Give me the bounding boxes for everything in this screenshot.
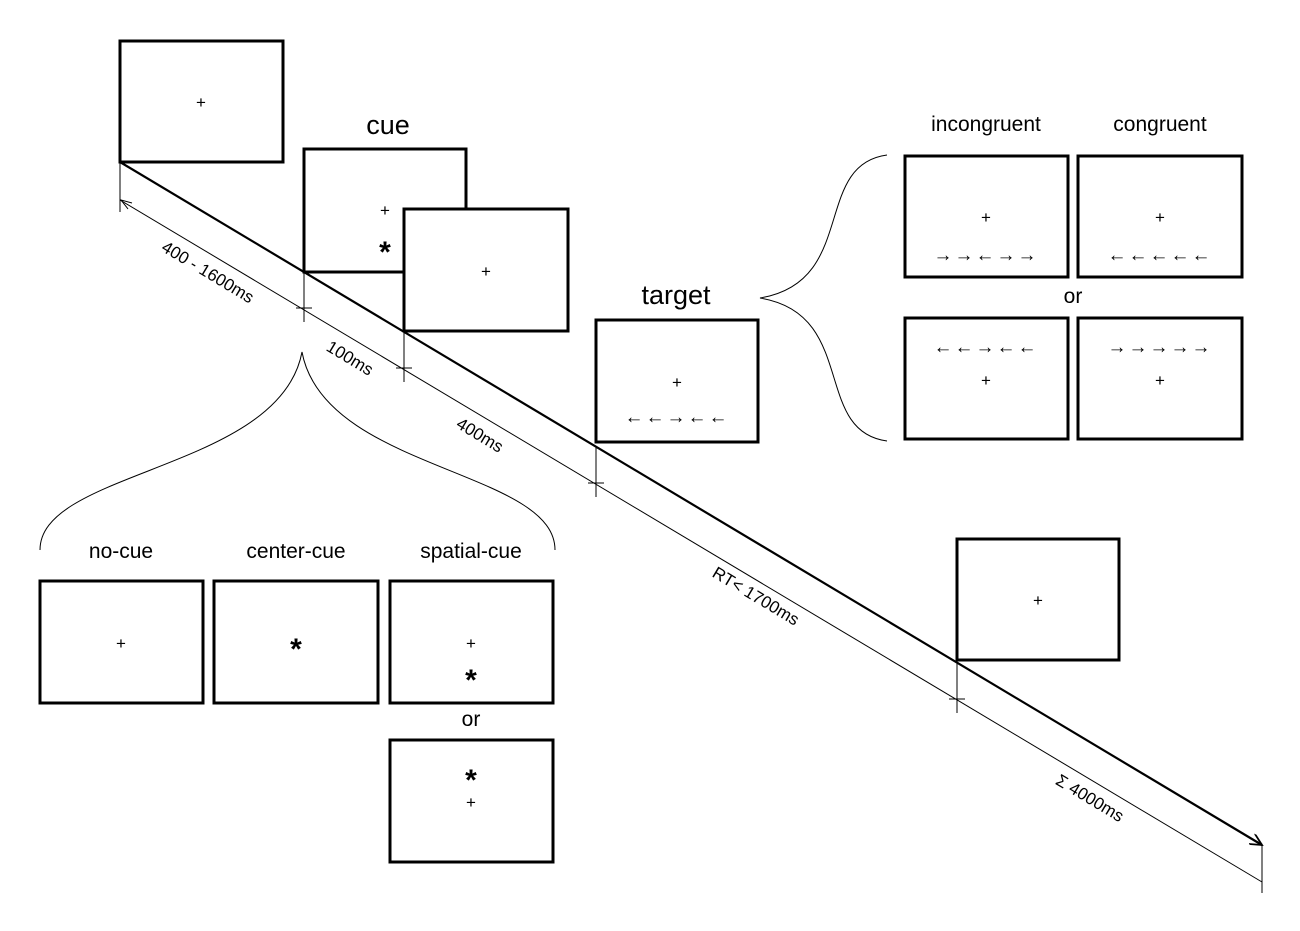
label-incongruent: incongruent <box>931 113 1041 136</box>
svg-text:+: + <box>981 371 991 390</box>
svg-text:+: + <box>466 793 476 812</box>
brace-cue-conditions <box>39 351 556 551</box>
frame-interval: + <box>402 207 570 333</box>
svg-text:*: * <box>290 633 302 666</box>
svg-text:←←→←←: ←←→←← <box>625 407 730 428</box>
svg-text:+: + <box>481 262 491 281</box>
frame-fixation-end: + <box>955 537 1121 662</box>
svg-text:+: + <box>196 93 206 112</box>
frame-congruent-above: →→→→→ + <box>1076 316 1244 441</box>
svg-text:+: + <box>380 201 390 220</box>
frame-target: + ←←→←← <box>594 318 760 444</box>
dimension-lines <box>119 162 1263 893</box>
frame-no-cue: + <box>38 579 205 705</box>
label-or-cue: or <box>462 708 481 731</box>
timeline-axis <box>119 161 1262 845</box>
label-cue: cue <box>366 110 410 140</box>
svg-text:+: + <box>1155 371 1165 390</box>
label-spatial-cue: spatial-cue <box>420 540 522 563</box>
svg-text:→→→→→: →→→→→ <box>1108 337 1213 358</box>
label-target: target <box>641 280 711 310</box>
label-or-target: or <box>1064 285 1083 308</box>
svg-text:+: + <box>981 208 991 227</box>
svg-text:*: * <box>379 236 391 269</box>
svg-text:+: + <box>116 634 126 653</box>
frame-incongruent-below: + →→←→→ <box>903 154 1070 279</box>
svg-text:+: + <box>1033 591 1043 610</box>
duration-cue: 100ms <box>323 337 377 380</box>
frame-center-cue: * <box>212 579 380 705</box>
label-no-cue: no-cue <box>89 540 153 563</box>
brace-target-conditions <box>759 154 888 442</box>
svg-text:←←←←←: ←←←←← <box>1108 245 1213 266</box>
frame-spatial-cue-above: * + <box>388 738 555 864</box>
duration-interval: 400ms <box>453 414 507 457</box>
frame-incongruent-above: ←←→←← + <box>903 316 1070 441</box>
svg-text:*: * <box>465 664 477 697</box>
svg-text:←←→←←: ←←→←← <box>934 337 1039 358</box>
label-center-cue: center-cue <box>246 540 345 563</box>
duration-response: RT< 1700ms <box>709 563 802 629</box>
svg-text:+: + <box>466 634 476 653</box>
frame-spatial-cue-below: + * <box>388 579 555 705</box>
frame-congruent-below: + ←←←←← <box>1076 154 1244 279</box>
svg-text:+: + <box>1155 208 1165 227</box>
frame-fixation-start: + <box>118 39 285 164</box>
svg-text:+: + <box>672 373 682 392</box>
label-congruent: congruent <box>1113 113 1207 136</box>
svg-text:→→←→→: →→←→→ <box>934 245 1039 266</box>
svg-text:*: * <box>465 764 477 797</box>
duration-fixation: 400 - 1600ms <box>158 237 257 307</box>
